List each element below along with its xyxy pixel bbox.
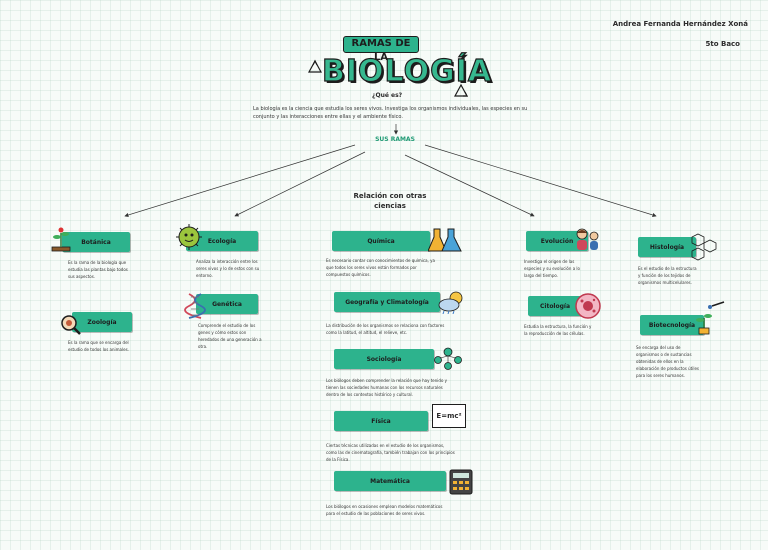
relation-label: Relación con otras ciencias — [353, 192, 427, 210]
desc-geografia: La distribución de los organismos se rel… — [326, 323, 445, 335]
flask-icon — [428, 228, 462, 252]
branch-ecologia: Ecología — [186, 231, 258, 251]
intro-text: La biología es la ciencia que estudia lo… — [253, 106, 528, 120]
family-icon — [576, 228, 599, 250]
branch-genetica: Genética — [196, 294, 258, 314]
dna-icon — [184, 293, 206, 319]
science-geografia: Geografía y Climatología — [334, 292, 440, 312]
branches-label: SUS RAMAS — [375, 136, 415, 143]
cloud-sun-icon — [438, 291, 463, 314]
desc-genetica: Comprende el estudio de los genes y cómo… — [198, 323, 262, 349]
arrow-to-evolucion — [404, 154, 535, 217]
branch-zoologia: Zoología — [72, 312, 132, 332]
desc-zoologia: Es la rama que se encarga del estudio de… — [68, 340, 129, 352]
science-fisica: Física — [334, 411, 428, 431]
people-icon — [434, 347, 462, 370]
microscope-plant-icon — [696, 301, 725, 335]
grade-label: 5to Baco — [705, 40, 740, 48]
arrow-to-ecologia — [234, 151, 366, 217]
science-matematica: Matemática — [334, 471, 446, 491]
cell-icon — [575, 293, 601, 319]
desc-ecologia: Analiza la interacción entre los seres v… — [196, 259, 260, 278]
desc-histologia: Es el estudio de la estructura y función… — [638, 266, 697, 285]
arrow-to-botanica — [124, 144, 356, 217]
subtitle: ¿Qué es? — [372, 92, 403, 99]
branch-evolucion: Evolución — [526, 231, 588, 251]
desc-botanica: Es la rama de la biología que estudia la… — [68, 260, 128, 279]
desc-matematica: Los biólogos en ocasiones emplean modelo… — [326, 504, 443, 516]
desc-quimica: Es necesario contar con conocimientos de… — [326, 258, 435, 277]
recycle-icon — [307, 59, 323, 73]
recycle-icon — [453, 83, 469, 97]
science-sociologia: Sociología — [334, 349, 434, 369]
branch-botanica: Botánica — [62, 232, 130, 252]
page-title: BIOLOGÍA — [321, 53, 493, 89]
desc-fisica: Ciertas técnicas utilizadas en el estudi… — [326, 443, 455, 462]
branch-histologia: Histología — [638, 237, 696, 257]
plant-lab-icon — [51, 227, 71, 252]
title-top: RAMAS DE LA — [343, 36, 419, 63]
blackboard-icon: E=mc² — [432, 404, 466, 428]
calculator-icon — [449, 469, 473, 495]
hexagon-tissue-icon — [691, 233, 717, 261]
desc-sociologia: Los biólogos deben comprender la relació… — [326, 378, 448, 397]
virus-icon — [176, 224, 202, 250]
branch-citologia: Citología — [528, 296, 582, 316]
arrow-to-histologia — [424, 144, 657, 217]
desc-citologia: Estudia la estructura, la función y la r… — [524, 324, 592, 336]
science-quimica: Química — [332, 231, 430, 251]
magnifier-icon — [61, 315, 81, 335]
desc-evolucion: Investiga el origen de las especies y su… — [524, 259, 580, 278]
branch-biotecnologia: Biotecnología — [640, 315, 704, 335]
author-name: Andrea Fernanda Hernández Xoná — [612, 20, 748, 28]
desc-biotecnologia: Se encarga del uso de organismos o de su… — [636, 345, 699, 378]
